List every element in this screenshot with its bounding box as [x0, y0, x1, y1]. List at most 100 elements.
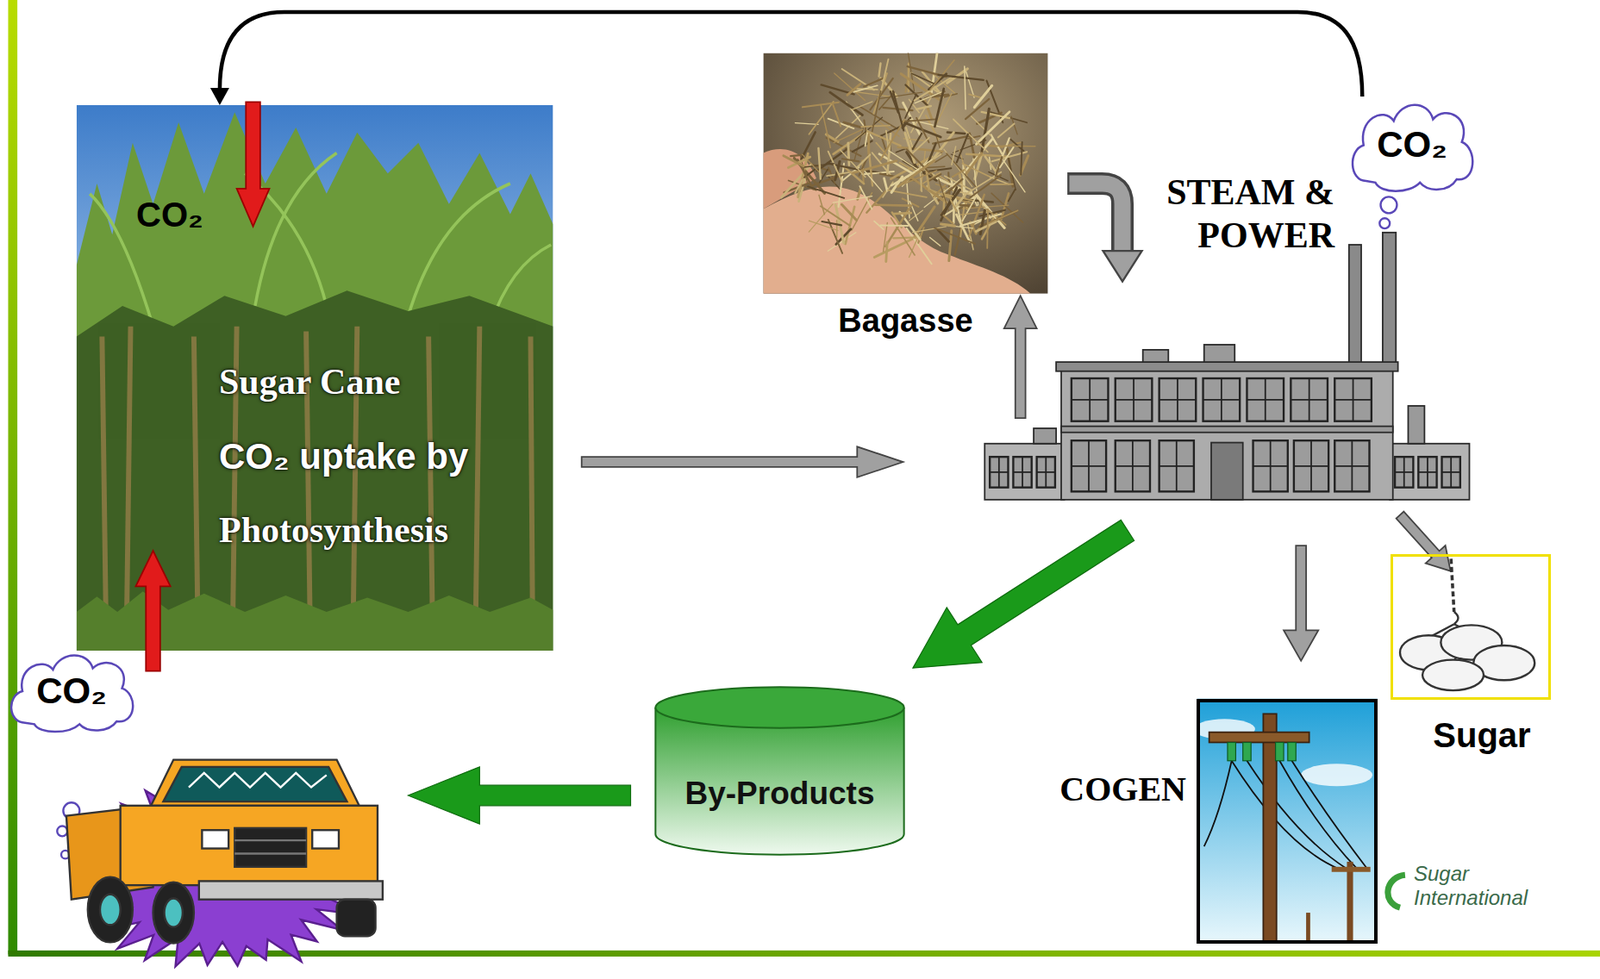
crop-name: Sugar Cane — [218, 361, 547, 403]
truck-illustration — [234, 839, 307, 842]
factory-window — [1159, 399, 1197, 401]
bagasse-fibres — [981, 108, 990, 153]
bagasse-fibres — [1000, 147, 1014, 169]
factory-illustration — [984, 232, 1469, 500]
page-border — [7, 950, 1600, 957]
bagasse-fibres — [884, 178, 888, 191]
sugar-bags — [1454, 612, 1459, 625]
bagasse-fibres — [967, 132, 988, 152]
bagasse-photo — [762, 187, 1031, 294]
bagasse-fibres — [988, 210, 1019, 224]
bagasse-fibres — [934, 88, 944, 127]
truck-illustration — [337, 900, 376, 938]
photo-panel: Sugar CaneCO₂ uptake byPhotosynthesis — [76, 105, 554, 651]
cloud-label: CO₂ — [1346, 124, 1478, 166]
bagasse-fibres — [952, 169, 965, 177]
bagasse-fibres — [965, 68, 975, 98]
flow-connector — [210, 12, 1363, 106]
bagasse-fibres — [964, 66, 966, 110]
bagasse-fibres — [818, 194, 825, 214]
bagasse-fibres — [862, 168, 883, 192]
flow-arrow — [581, 446, 904, 478]
photo-panel: Bagasse — [762, 53, 1049, 294]
power-pole-picture — [1346, 862, 1353, 944]
factory-illustration — [1204, 344, 1236, 363]
bagasse-fibres — [850, 101, 873, 111]
bagasse-fibres — [893, 212, 911, 214]
truck-illustration — [199, 881, 383, 900]
truck-illustration — [66, 760, 383, 944]
cloud-bubble — [56, 826, 68, 838]
co2-arrow — [237, 101, 270, 226]
sugarcane-photo — [407, 183, 510, 317]
bagasse-fibres — [912, 226, 947, 233]
factory-window — [1246, 378, 1284, 422]
bagasse-fibres — [833, 129, 863, 144]
bagasse-fibres — [934, 227, 975, 244]
truck-illustration — [100, 894, 121, 926]
bagasse-fibres — [794, 123, 819, 125]
bagasse-fibres — [969, 175, 1001, 198]
sugar-bags — [1422, 660, 1484, 692]
connector-line — [219, 12, 1363, 97]
byproduct-arrow — [407, 502, 1145, 825]
factory-window — [1071, 399, 1109, 401]
factory-window — [1203, 399, 1241, 401]
bagasse-fibres — [807, 186, 844, 198]
factory-window — [1159, 465, 1194, 468]
flow-arrow — [1283, 545, 1319, 662]
bagasse-fibres — [1020, 142, 1022, 175]
power-pole-picture — [1227, 742, 1296, 761]
bagasse-fibres — [962, 194, 977, 221]
factory-window — [1290, 378, 1328, 422]
factory-window — [1293, 440, 1329, 492]
bagasse-fibres — [966, 153, 982, 174]
power-pole-picture — [1231, 761, 1339, 869]
cogen-box: COGEN — [1196, 699, 1378, 944]
bagasse-fibres — [985, 156, 999, 175]
truck-illustration — [201, 830, 229, 849]
bagasse-fibres — [906, 228, 932, 265]
byproduct-arrow — [894, 502, 1145, 696]
process-note: Photosynthesis — [218, 509, 547, 551]
factory-illustration — [1407, 406, 1425, 444]
power-pole-picture — [1306, 912, 1311, 944]
bagasse-fibres — [956, 134, 969, 163]
factory-window — [989, 471, 1008, 474]
bagasse-fibres — [875, 203, 912, 207]
truck-illustration — [234, 852, 307, 855]
power-pole-picture — [1279, 761, 1357, 869]
factory-illustration — [1389, 443, 1469, 500]
truck-illustration — [312, 830, 339, 849]
flow-arrow — [1390, 506, 1461, 581]
factory-window — [1253, 465, 1288, 468]
bagasse-fibres — [881, 224, 909, 227]
factory-illustration — [1056, 362, 1399, 372]
sugarcane-photo — [193, 337, 199, 633]
cloud-label: CO₂ — [5, 670, 138, 713]
power-pole-picture — [1209, 732, 1310, 744]
bagasse-fibres — [998, 124, 1015, 138]
factory-window — [1159, 378, 1197, 422]
bagasse-fibres — [893, 91, 904, 132]
cloud-bubble — [1379, 218, 1390, 229]
factory-window — [1037, 456, 1056, 488]
sugarcane-photo — [101, 337, 107, 633]
bagasse-fibres — [867, 134, 870, 157]
flow-arrow — [1004, 295, 1038, 419]
factory-window — [1442, 456, 1461, 488]
steam-arrow — [1067, 183, 1142, 282]
factory-window — [1334, 440, 1369, 492]
factory-window — [1071, 440, 1107, 492]
bagasse-photo — [762, 53, 1048, 294]
bagasse-fibres — [794, 180, 802, 194]
factory-illustration — [1211, 443, 1244, 500]
power-pole-picture — [1246, 761, 1347, 869]
factory-illustration — [1143, 350, 1169, 363]
power-pole-picture — [1262, 713, 1276, 944]
truck-illustration — [162, 767, 347, 802]
flow-arrow — [1390, 506, 1461, 581]
factory-window — [1253, 440, 1288, 492]
bagasse-fibres — [832, 103, 841, 127]
bagasse-fibres — [834, 73, 866, 100]
